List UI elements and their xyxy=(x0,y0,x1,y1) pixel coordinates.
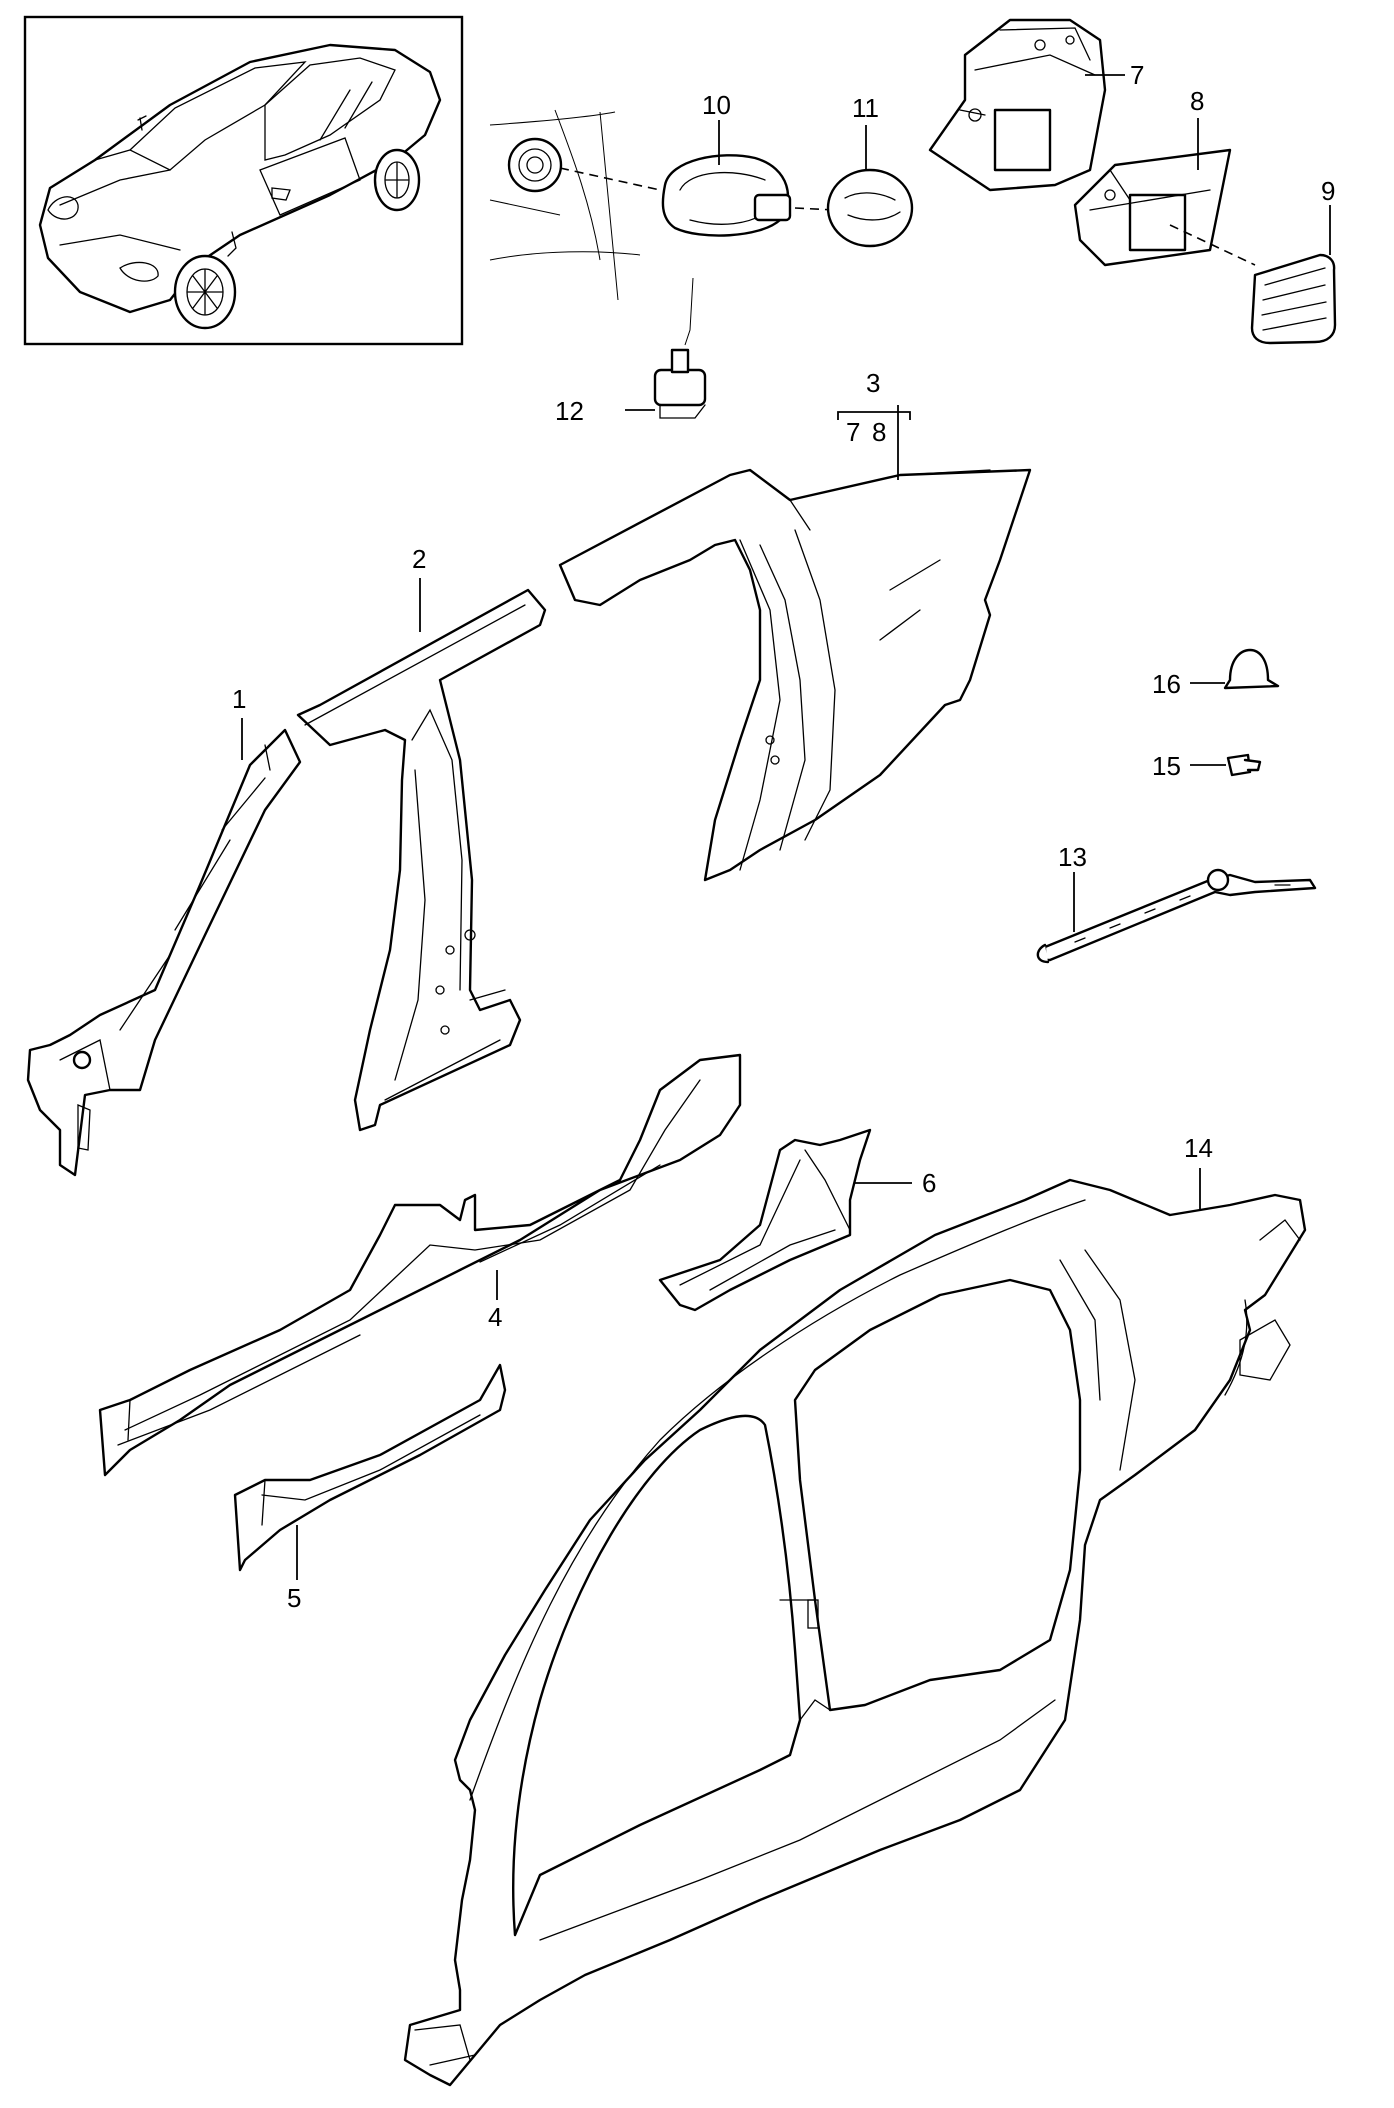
part-fuel-filler-housing-area xyxy=(489,109,836,301)
callout-7: 7 xyxy=(1130,60,1144,90)
part-a-pillar xyxy=(26,728,302,1177)
part-vent-grille xyxy=(1250,253,1337,345)
callout-5: 5 xyxy=(287,1583,301,1613)
part-rear-sill-end xyxy=(658,1128,872,1312)
callout-1: 1 xyxy=(232,684,246,714)
overview-thumbnail xyxy=(23,15,464,346)
part-rear-quarter-panel xyxy=(558,468,1032,882)
part-bracket xyxy=(1036,868,1317,964)
part-clip-15 xyxy=(1226,753,1262,777)
part-inner-panel-7 xyxy=(928,18,1107,192)
callout-12: 12 xyxy=(555,396,584,426)
callout-15: 15 xyxy=(1152,751,1181,781)
callout-10: 10 xyxy=(702,90,731,120)
part-inner-panel-8 xyxy=(1073,148,1256,267)
callout-3-sub-7: 7 xyxy=(846,417,860,447)
callout-6: 6 xyxy=(922,1168,936,1198)
callout-13: 13 xyxy=(1058,842,1087,872)
callout-8: 8 xyxy=(1190,86,1204,116)
callout-3: 3 xyxy=(866,368,880,398)
part-plug-16 xyxy=(1223,648,1280,690)
callout-14: 14 xyxy=(1184,1133,1213,1163)
leader-lines xyxy=(241,74,1331,1580)
callout-11: 11 xyxy=(852,93,879,123)
callout-9: 9 xyxy=(1321,176,1335,206)
part-side-sill xyxy=(98,1053,742,1477)
part-fuel-flap-actuator xyxy=(653,277,707,419)
part-b-pillar xyxy=(296,588,547,1132)
callout-4: 4 xyxy=(488,1302,502,1332)
callout-3-sub-8: 8 xyxy=(872,417,886,447)
part-fuel-flap-lid xyxy=(826,168,914,248)
part-complete-side-panel xyxy=(403,1178,1307,2087)
callout-labels: 1 2 3 7 8 4 5 6 7 8 9 10 11 12 13 14 15 … xyxy=(232,60,1335,1613)
car-overview-illustration xyxy=(38,43,442,330)
callout-2: 2 xyxy=(412,544,426,574)
part-rocker-reinforcement xyxy=(233,1363,507,1572)
callout-16: 16 xyxy=(1152,669,1181,699)
